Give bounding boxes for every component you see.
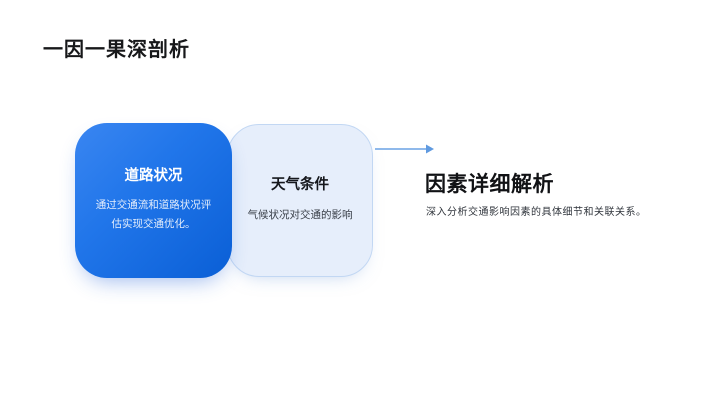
card-weather-title: 天气条件: [271, 177, 329, 194]
detail-body: 深入分析交通影响因素的具体细节和关联关系。: [426, 207, 647, 218]
right-arrow-icon: [375, 144, 434, 154]
slide-title: 一因一果深剖析: [43, 39, 190, 61]
card-road-title: 道路状况: [124, 167, 183, 184]
card-road-body: 通过交通流和道路状况评估实现交通优化。: [95, 199, 212, 230]
detail-heading: 因素详细解析: [425, 173, 554, 196]
card-weather-body: 气候状况对交通的影响: [247, 208, 353, 221]
card-road-conditions: 道路状况 通过交通流和道路状况评估实现交通优化。: [75, 123, 232, 278]
card-weather-conditions: 天气条件 气候状况对交通的影响: [227, 124, 373, 277]
